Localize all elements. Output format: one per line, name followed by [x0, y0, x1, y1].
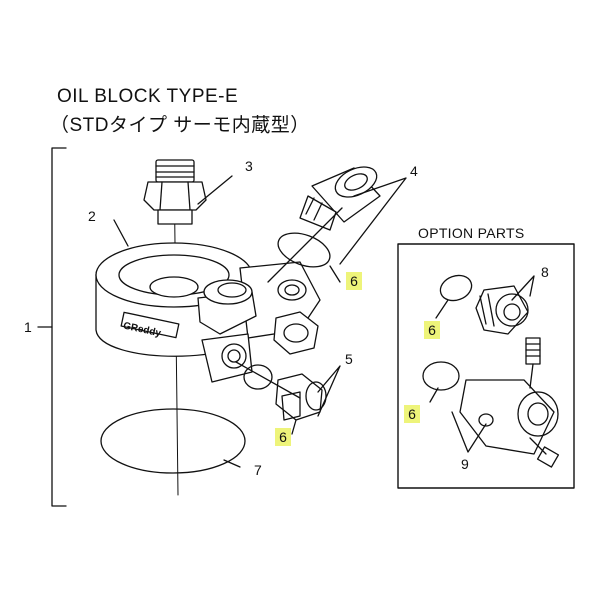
- part-6-oring-upper: [277, 232, 331, 268]
- callout-6-lower: 6: [275, 428, 291, 446]
- part-9-thermo-fitting: [422, 337, 560, 468]
- part-4-fitting: [299, 166, 381, 231]
- callout-1: 1: [24, 319, 32, 335]
- callout-9: 9: [461, 456, 469, 472]
- option-parts-box: [397, 243, 575, 489]
- callout-7: 7: [254, 462, 262, 478]
- title-line-1: OIL BLOCK TYPE-E: [57, 86, 239, 107]
- assembly-bracket: [51, 147, 67, 507]
- title-line-2: （STDタイプ サーモ内蔵型）: [50, 115, 310, 136]
- callout-4: 4: [410, 163, 418, 179]
- callout-6-option-upper: 6: [424, 321, 440, 339]
- part-6-oring-lower: [243, 364, 273, 390]
- callout-8: 8: [541, 264, 549, 280]
- callout-5: 5: [345, 351, 353, 367]
- callout-3: 3: [245, 158, 253, 174]
- part-8-fitting: [439, 274, 529, 335]
- body-hex-plug: [273, 311, 319, 355]
- part-3-top-fitting: [143, 159, 207, 225]
- part-7-bottom-oring: [100, 408, 246, 474]
- part-5-side-plug: [275, 373, 327, 421]
- callout-6-option-lower: 6: [404, 405, 420, 423]
- option-parts-label: OPTION PARTS: [418, 225, 525, 241]
- center-fitting: [197, 279, 257, 335]
- callout-2: 2: [88, 208, 96, 224]
- callout-6-upper: 6: [346, 272, 362, 290]
